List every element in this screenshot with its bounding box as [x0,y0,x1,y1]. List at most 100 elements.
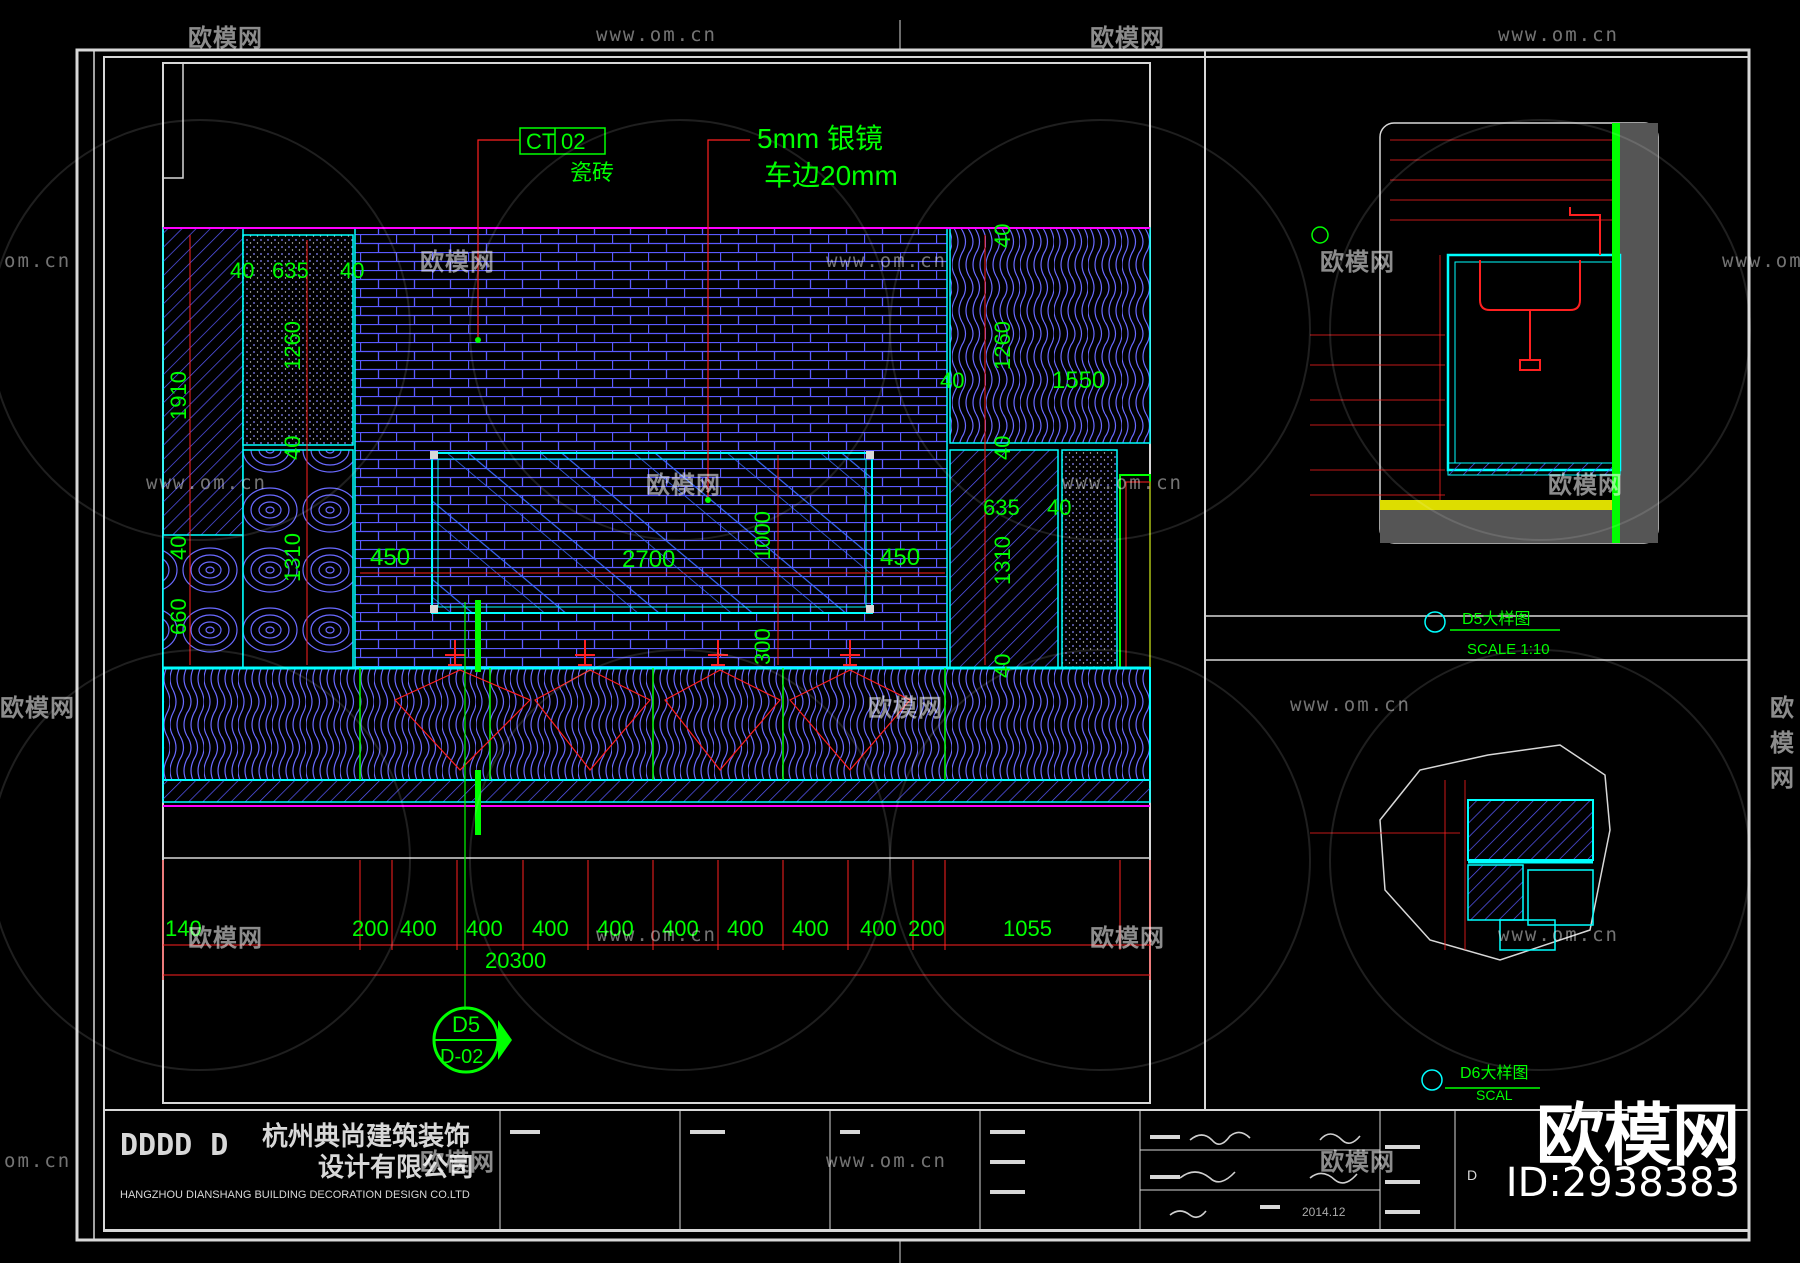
dim-right-1260: 1260 [990,321,1015,370]
dim-bottom-6: 400 [597,916,634,941]
watermark-logo: 欧模网 [1320,248,1395,276]
title-block [103,1109,1750,1231]
dimension-lines [163,235,1150,976]
ct-material: 瓷砖 [570,160,614,185]
mirror-callout-leader [707,139,750,500]
d5-scale: SCALE 1:10 [1467,641,1550,658]
dim-right-40c: 40 [1047,495,1071,520]
watermark-logo: 欧模网 [1320,1148,1395,1176]
dim-right-top-40: 40 [990,224,1015,248]
dim-right-40d: 40 [990,654,1015,678]
watermark-rings [0,119,1751,1071]
dots-panel-right [1061,449,1118,669]
dim-bottom-9: 400 [792,916,829,941]
panel-rings-left [242,449,354,669]
dimension-ticks [162,860,1151,980]
watermark-brand: 欧模网 [1535,1097,1740,1176]
d5-detail [1310,122,1659,633]
dim-right-40: 40 [940,368,964,393]
watermark-url: www.om.cn [826,1150,947,1172]
watermark-logo: 欧模网 [646,471,721,499]
watermark-logo: 欧模网 [188,924,263,952]
wood-panel-right-top [949,227,1151,444]
watermark-url: www.om.cn [596,924,717,946]
title-block-dashes [510,1130,1420,1214]
watermark-url: www.om.cn [1498,24,1619,46]
dim-bottom-8: 400 [727,916,764,941]
dim-bottom-5: 400 [532,916,569,941]
dim-left-1310: 1310 [280,533,305,582]
watermark-url: www.om.cn [826,250,947,272]
dim-left-40: 40 [280,436,305,460]
d5-title: D5大样图 [1462,610,1530,628]
vanity-cabinet [162,667,1151,781]
plinth [162,779,1151,803]
watermark-logo: 欧模网 [1090,924,1165,952]
dim-bottom-3: 400 [400,916,437,941]
watermark-logo: 欧模网 [868,694,943,722]
watermark-logo: 欧模网 [1770,694,1795,792]
dim-left-top-2: 635 [272,258,309,283]
watermark-url: www.om.cn [1498,924,1619,946]
mirror-callout-point [705,497,711,503]
ct-callout-leader [477,139,520,340]
dim-left-1260: 1260 [280,321,305,370]
d6-title: D6大样图 [1460,1064,1528,1082]
dim-left-top-1: 40 [230,258,254,283]
company-cn-1: 杭州典尚建筑装饰 [262,1121,470,1151]
section-marker-arrow [498,1020,512,1060]
dim-bottom-1: 140 [165,916,202,941]
ct-code: CT 02 [526,129,586,154]
dim-right-635: 635 [983,495,1020,520]
hatch-panel-right [949,449,1059,669]
d6-detail [1310,744,1611,1091]
logo-letters: DDDD D [120,1128,228,1163]
drawing-number: D [1467,1167,1477,1183]
watermark-logo: 欧模网 [0,694,75,722]
watermark-logo: 欧模网 [188,24,263,52]
dim-mirror-width: 2700 [622,546,675,573]
company-en: HANGZHOU DIANSHANG BUILDING DECORATION D… [120,1189,470,1201]
watermark-url: www.om.cn [1290,694,1411,716]
dim-bottom-12: 1055 [1003,916,1052,941]
dim-left-660: 660 [166,598,191,635]
watermark-id: ID:2938383 [1505,1160,1740,1206]
watermark-logo: 欧模网 [420,248,495,276]
mirror-edge: 车边20mm [764,160,898,191]
watermark-url: www.om.cn [596,24,717,46]
signatures [1169,1131,1361,1219]
sink-outlines [393,669,911,771]
vanity-dividers [359,668,946,780]
watermark-logo: 欧模网 [1090,24,1165,52]
watermark-url-short: om.cn [4,250,72,272]
watermark-url: www.om.cn [1062,472,1183,494]
section-marker-top: D5 [452,1012,480,1037]
dim-bottom-10: 400 [860,916,897,941]
mirror-inner [437,458,867,608]
mirror [431,452,873,614]
dim-bottom-4: 400 [466,916,503,941]
mirror-spec: 5mm 银镜 [757,123,883,154]
watermark-url: www.om.cn [146,472,267,494]
watermark-logo: 欧模网 [420,1148,495,1176]
mirror-corner-clips [430,451,874,613]
watermark-url: www.om.cn [1722,250,1800,272]
section-marker-bottom: D-02 [440,1046,483,1068]
ct-callout-box [519,127,606,155]
dim-left-top-3: 40 [340,258,364,283]
dim-bottom-11: 200 [908,916,945,941]
viewport-tab [162,62,184,179]
panel-dots-left [242,234,354,446]
dim-left-40b: 40 [166,536,191,560]
dim-right-40b: 40 [990,436,1015,460]
dim-bottom-2: 200 [352,916,389,941]
wall-left-hatch-lower [162,534,244,669]
company-cn-2: 设计有限公司 [318,1152,474,1182]
dim-mirror-height: 1000 [750,511,775,560]
dim-left-1910: 1910 [166,371,191,420]
dim-mirror-left: 450 [370,544,410,571]
dim-bottom-7: 400 [662,916,699,941]
watermark-url-short: om.cn [4,1150,72,1172]
